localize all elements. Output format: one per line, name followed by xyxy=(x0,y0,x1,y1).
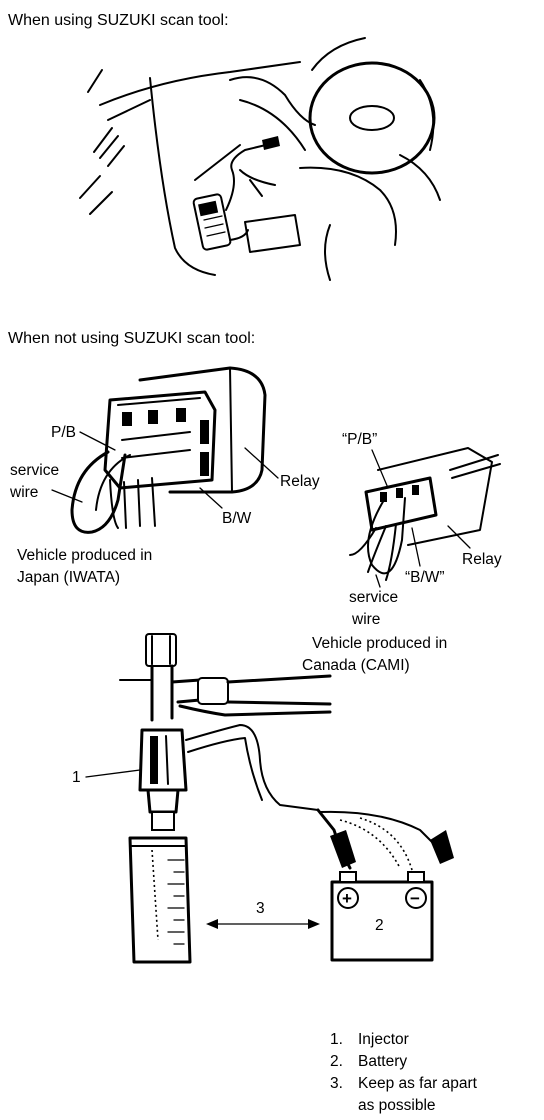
legend: 1. Injector 2. Battery 3. Keep as far ap… xyxy=(330,1031,478,1114)
legend-num: 3. xyxy=(330,1075,343,1092)
japan-caption-line-1: Vehicle produced in xyxy=(17,547,152,564)
canada-caption-line-2: Canada (CAMI) xyxy=(302,657,410,674)
legend-item-battery: Battery xyxy=(358,1053,407,1070)
canada-service-wire-label-2: wire xyxy=(351,611,380,628)
canada-pb-label: “P/B” xyxy=(342,431,377,448)
canada-bw-label: “B/W” xyxy=(405,569,445,586)
legend-item-injector: Injector xyxy=(358,1031,409,1048)
canada-relay-connector xyxy=(349,447,501,588)
japan-service-wire-label-2: wire xyxy=(9,484,38,501)
battery-plus-symbol: + xyxy=(342,889,352,908)
canada-service-wire-label-1: service xyxy=(349,589,398,606)
japan-bw-label: B/W xyxy=(222,510,252,527)
japan-pb-label: P/B xyxy=(51,424,76,441)
scan-tool-illustration xyxy=(79,37,441,281)
legend-num: 1. xyxy=(330,1031,343,1048)
no-scan-tool-header: When not using SUZUKI scan tool: xyxy=(8,330,255,347)
legend-num: 2. xyxy=(330,1053,343,1070)
injector-test-illustration xyxy=(85,633,454,964)
japan-service-wire-label-1: service xyxy=(10,462,59,479)
legend-item-keep-apart: Keep as far apart xyxy=(358,1075,478,1092)
japan-caption-line-2: Japan (IWATA) xyxy=(17,569,120,586)
canada-caption-line-1: Vehicle produced in xyxy=(312,635,447,652)
callout-1: 1 xyxy=(72,769,81,786)
battery-minus-symbol: − xyxy=(410,889,420,908)
japan-relay-label: Relay xyxy=(280,473,320,490)
callout-3: 3 xyxy=(256,900,265,917)
canada-relay-label: Relay xyxy=(462,551,502,568)
scan-tool-header: When using SUZUKI scan tool: xyxy=(8,12,229,29)
legend-item-keep-apart-line-2: as possible xyxy=(358,1097,436,1114)
japan-relay-connector xyxy=(51,366,279,534)
callout-2: 2 xyxy=(375,917,384,934)
